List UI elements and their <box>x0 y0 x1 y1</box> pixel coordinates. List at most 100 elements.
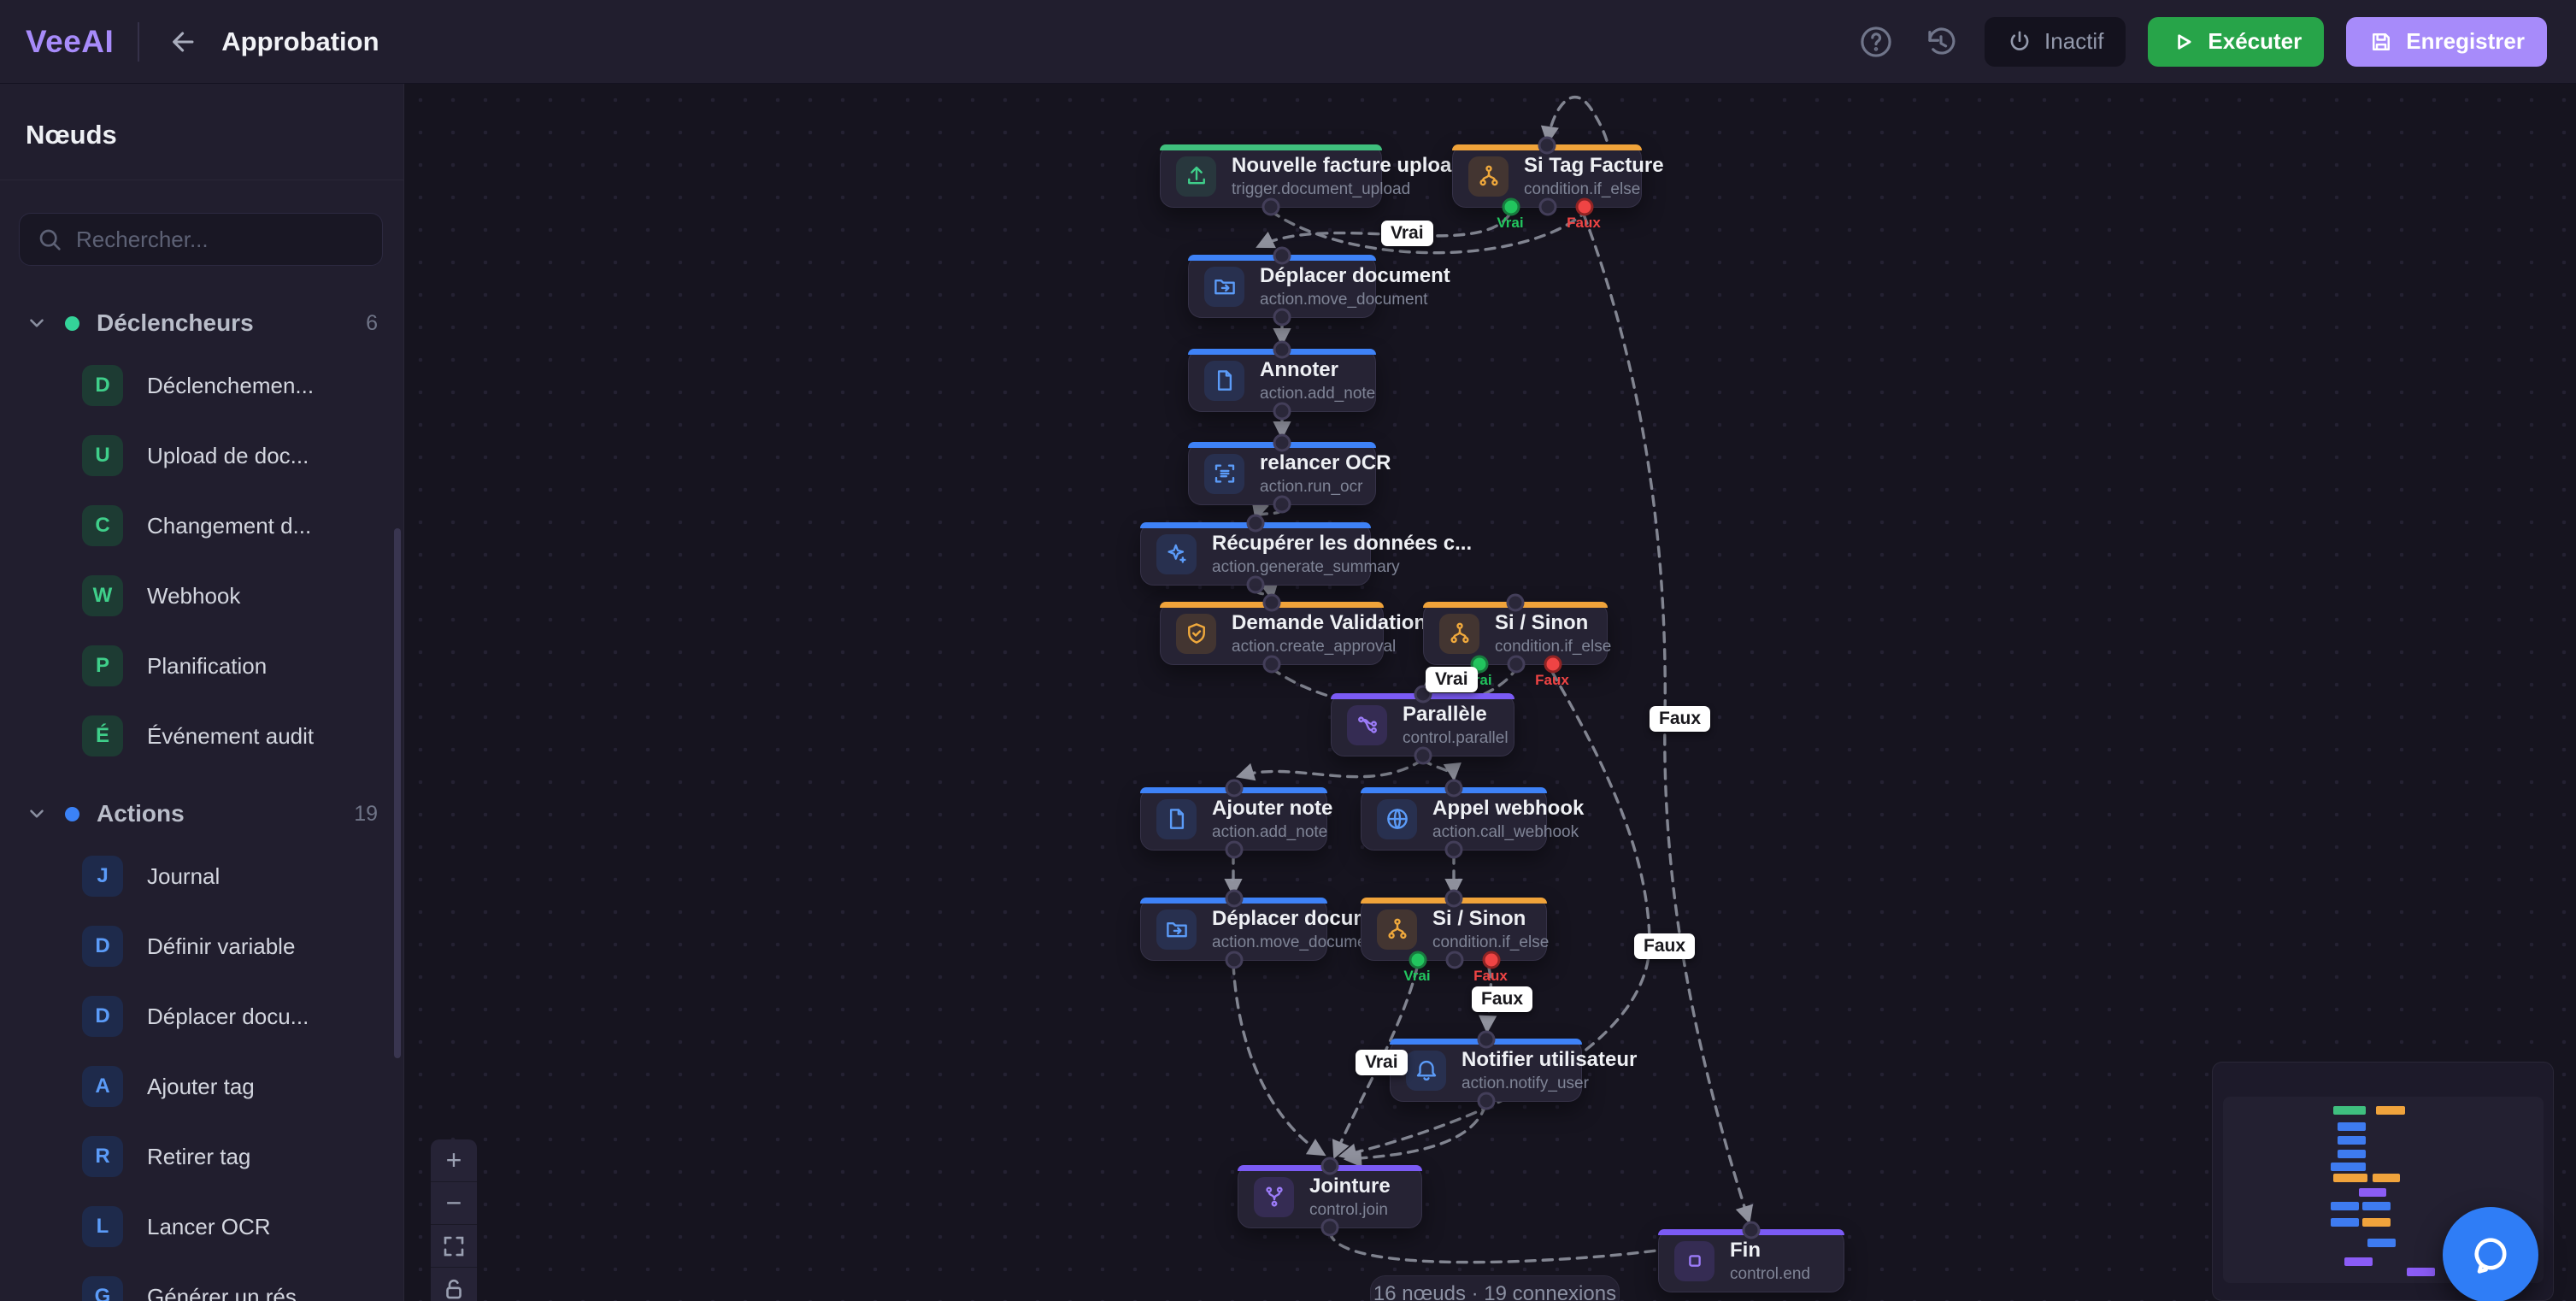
input-port[interactable] <box>1444 779 1463 798</box>
false-output-port[interactable] <box>1575 197 1594 216</box>
output-port[interactable] <box>1225 840 1243 859</box>
zoom-out-button[interactable]: − <box>431 1182 477 1225</box>
output-port[interactable] <box>1273 402 1291 421</box>
workflow-status-toggle[interactable]: Inactif <box>1985 16 2126 67</box>
node-title: Déplacer document <box>1260 263 1450 287</box>
zoom-in-button[interactable]: + <box>431 1139 477 1182</box>
sidebar-scrollbar[interactable] <box>394 528 401 1058</box>
input-port[interactable] <box>1262 593 1281 612</box>
lock-button[interactable] <box>431 1268 477 1301</box>
output-port[interactable] <box>1414 746 1432 765</box>
minimap-node-bar <box>2331 1218 2359 1227</box>
output-port[interactable] <box>1273 308 1291 327</box>
help-button[interactable] <box>1855 21 1897 63</box>
node-palette-sidebar: Nœuds Déclencheurs6DDéclenchemen...UUplo… <box>0 84 404 1301</box>
minimap-node-bar <box>2331 1163 2366 1171</box>
false-output-port[interactable] <box>1482 951 1501 969</box>
output-port[interactable] <box>1273 495 1291 514</box>
output-port[interactable] <box>1444 840 1463 859</box>
input-port[interactable] <box>1320 1157 1339 1175</box>
true-output-port[interactable] <box>1502 197 1520 216</box>
back-button[interactable] <box>162 20 206 64</box>
input-port[interactable] <box>1506 593 1525 612</box>
edge <box>1343 1104 1487 1168</box>
input-port[interactable] <box>1225 779 1243 798</box>
true-output-port[interactable] <box>1409 951 1427 969</box>
input-port[interactable] <box>1273 246 1291 265</box>
input-port[interactable] <box>1225 889 1243 908</box>
palette-item-initial: R <box>82 1136 123 1177</box>
plus-icon: + <box>445 1145 462 1175</box>
node-title: relancer OCR <box>1260 450 1391 474</box>
input-port[interactable] <box>1246 514 1265 533</box>
output-port[interactable] <box>1225 951 1243 969</box>
node-body: Récupérer les données c...action.generat… <box>1141 523 1472 585</box>
workflow-node[interactable]: Récupérer les données c...action.generat… <box>1140 514 1472 594</box>
input-port[interactable] <box>1273 340 1291 359</box>
input-port[interactable] <box>1273 433 1291 452</box>
edge <box>1232 963 1326 1157</box>
chat-fab-button[interactable] <box>2443 1207 2538 1301</box>
input-port[interactable] <box>1444 889 1463 908</box>
lock-icon <box>446 1279 462 1298</box>
workflow-node[interactable]: relancer OCR action.run_ocr <box>1188 433 1391 514</box>
output-port[interactable] <box>1262 655 1281 674</box>
section-count: 19 <box>354 801 378 826</box>
input-port[interactable] <box>1538 136 1556 155</box>
output-port[interactable] <box>1246 575 1265 594</box>
node-title: Parallèle <box>1403 702 1487 726</box>
fit-view-button[interactable] <box>431 1225 477 1268</box>
input-port[interactable] <box>1477 1030 1495 1049</box>
branch-icon <box>1468 156 1509 197</box>
chevron-down-icon <box>26 312 48 334</box>
search-input[interactable] <box>19 213 383 266</box>
workflow-node[interactable]: Demande Validation Co...action.create_ap… <box>1160 593 1477 674</box>
output-port[interactable] <box>1477 1092 1495 1110</box>
node-subtitle: action.run_ocr <box>1260 477 1363 496</box>
history-button[interactable] <box>1920 21 1962 63</box>
output-port[interactable] <box>1538 197 1557 216</box>
save-button[interactable]: Enregistrer <box>2346 16 2547 67</box>
output-port[interactable] <box>1507 655 1526 674</box>
note-icon <box>1204 360 1244 401</box>
run-button[interactable]: Exécuter <box>2148 16 2325 67</box>
minimap-node-bar <box>2338 1122 2366 1131</box>
input-port[interactable] <box>1742 1221 1761 1239</box>
output-port[interactable] <box>1262 197 1280 216</box>
node-subtitle: trigger.document_upload <box>1232 180 1411 198</box>
node-title: Jointure <box>1309 1174 1391 1198</box>
false-output-port[interactable] <box>1544 655 1562 674</box>
output-port[interactable] <box>1445 951 1464 969</box>
output-port[interactable] <box>1320 1218 1339 1237</box>
